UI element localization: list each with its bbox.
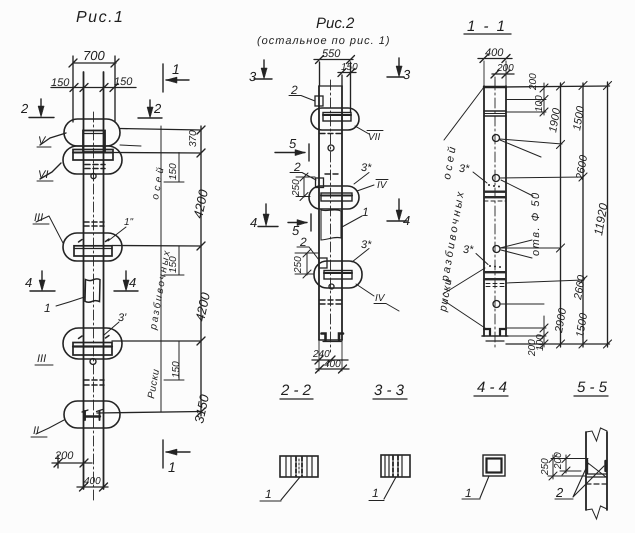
- svg-text:2: 2: [299, 235, 307, 249]
- svg-text:100: 100: [535, 334, 546, 351]
- svg-text:5 - 5: 5 - 5: [577, 379, 608, 396]
- svg-text:Рис.2: Рис.2: [316, 15, 355, 32]
- svg-text:250: 250: [540, 458, 551, 476]
- svg-text:IV: IV: [377, 180, 388, 191]
- svg-text:V: V: [38, 135, 47, 147]
- svg-text:4: 4: [403, 213, 410, 228]
- svg-text:4200: 4200: [190, 187, 211, 219]
- svg-text:4 - 4: 4 - 4: [477, 379, 507, 396]
- svg-text:1: 1: [465, 486, 472, 500]
- svg-text:3*: 3*: [361, 239, 372, 251]
- svg-text:150: 150: [341, 62, 358, 73]
- svg-text:3: 3: [403, 67, 411, 82]
- svg-text:1900: 1900: [547, 106, 563, 133]
- svg-text:240: 240: [312, 349, 330, 360]
- svg-text:2: 2: [555, 485, 564, 500]
- svg-text:550: 550: [322, 48, 341, 60]
- svg-text:3*: 3*: [459, 163, 470, 175]
- svg-text:200: 200: [528, 73, 539, 91]
- svg-text:IV: IV: [375, 293, 386, 304]
- svg-text:Риски: Риски: [146, 368, 162, 399]
- svg-text:400: 400: [485, 47, 504, 59]
- svg-text:5: 5: [289, 136, 297, 151]
- svg-text:400: 400: [324, 359, 341, 370]
- svg-text:1": 1": [124, 217, 134, 228]
- svg-text:1: 1: [172, 61, 180, 77]
- svg-text:2: 2: [293, 160, 301, 174]
- svg-text:4200: 4200: [192, 290, 213, 322]
- svg-text:Рис.1: Рис.1: [76, 9, 124, 26]
- svg-text:1: 1: [168, 459, 176, 475]
- svg-text:200: 200: [553, 452, 564, 470]
- svg-text:осей: осей: [441, 143, 459, 180]
- svg-text:VI: VI: [38, 169, 48, 181]
- svg-text:1500: 1500: [571, 104, 587, 131]
- svg-text:150: 150: [114, 76, 133, 88]
- svg-text:отв. Ф 50: отв. Ф 50: [530, 191, 542, 256]
- svg-text:4: 4: [129, 275, 136, 290]
- svg-text:3 - 3: 3 - 3: [374, 382, 405, 399]
- svg-text:3*: 3*: [361, 162, 372, 174]
- svg-text:100: 100: [534, 95, 545, 112]
- svg-text:150: 150: [168, 163, 179, 180]
- svg-text:150: 150: [51, 77, 70, 89]
- svg-text:3150: 3150: [191, 392, 212, 424]
- svg-text:11920: 11920: [591, 202, 610, 237]
- svg-text:3*: 3*: [463, 244, 474, 256]
- svg-text:1: 1: [265, 487, 272, 501]
- svg-text:III: III: [37, 353, 46, 365]
- svg-text:200: 200: [54, 450, 74, 462]
- svg-text:1: 1: [372, 486, 379, 500]
- svg-text:250: 250: [291, 179, 302, 197]
- svg-text:2: 2: [290, 83, 298, 97]
- svg-text:370: 370: [188, 130, 199, 147]
- svg-text:150: 150: [168, 256, 179, 273]
- svg-text:400: 400: [84, 476, 101, 487]
- svg-text:2 - 2: 2 - 2: [280, 382, 312, 399]
- svg-text:III: III: [34, 212, 43, 224]
- svg-text:2900: 2900: [553, 306, 569, 334]
- svg-text:4: 4: [250, 215, 257, 230]
- svg-text:200: 200: [527, 339, 538, 357]
- svg-text:700: 700: [83, 48, 105, 63]
- svg-text:2: 2: [20, 101, 29, 116]
- svg-text:VII: VII: [368, 132, 380, 143]
- svg-text:3: 3: [249, 69, 257, 84]
- svg-text:200: 200: [496, 63, 514, 74]
- svg-text:II: II: [33, 425, 39, 437]
- svg-text:5: 5: [292, 223, 300, 238]
- svg-text:4: 4: [25, 275, 32, 290]
- svg-text:1 - 1: 1 - 1: [467, 18, 507, 35]
- svg-text:разбивочных: разбивочных: [148, 248, 173, 331]
- svg-text:1500: 1500: [574, 311, 590, 338]
- svg-text:2: 2: [153, 101, 162, 116]
- svg-text:150: 150: [171, 361, 182, 378]
- svg-text:1: 1: [362, 205, 369, 219]
- svg-text:(остальное по рис. 1): (остальное по рис. 1): [257, 35, 391, 47]
- svg-text:3': 3': [118, 312, 127, 324]
- svg-text:1: 1: [44, 301, 51, 315]
- svg-text:2600: 2600: [574, 153, 590, 181]
- svg-text:разбивочных: разбивочных: [439, 189, 467, 284]
- svg-text:250: 250: [293, 256, 304, 274]
- svg-text:риски: риски: [437, 277, 455, 314]
- svg-text:2600: 2600: [572, 273, 588, 301]
